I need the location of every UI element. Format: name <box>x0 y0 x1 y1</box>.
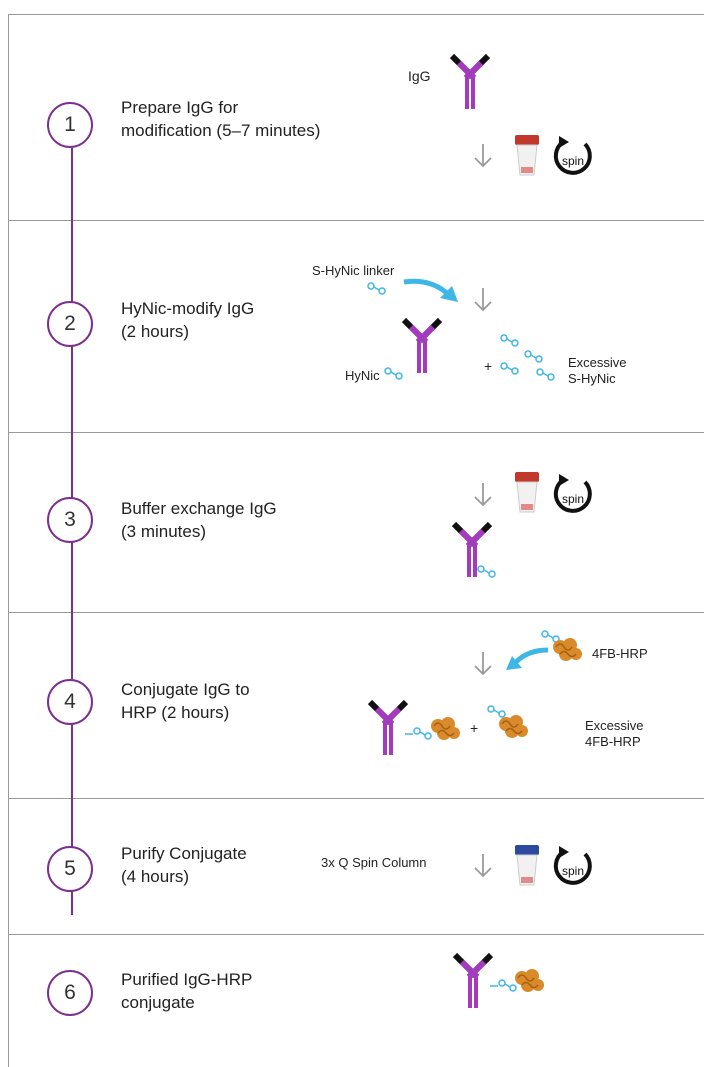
hrp-icon <box>498 714 529 739</box>
excessive-4fb-label-line2: 4FB-HRP <box>585 734 641 749</box>
excess-linkers-icon <box>500 334 555 381</box>
step-1-number: 1 <box>47 102 93 148</box>
step-4-line2: HRP (2 hours) <box>121 703 230 722</box>
step-5-number: 5 <box>47 846 93 892</box>
step-1-text: Prepare IgG for modification (5–7 minute… <box>121 96 320 142</box>
linker-icon <box>490 979 517 992</box>
step-1-line2: modification (5–7 minutes) <box>121 121 321 140</box>
spin-column-red-icon <box>515 472 539 513</box>
antibody-icon <box>452 56 496 116</box>
linker-icon <box>405 727 432 740</box>
step-2-number: 2 <box>47 301 93 347</box>
step-3-number: 3 <box>47 497 93 543</box>
spin-text: spin <box>562 864 584 878</box>
section-divider <box>9 612 704 613</box>
plus-sign: + <box>470 720 479 736</box>
section-divider <box>9 432 704 433</box>
step-3-line2: (3 minutes) <box>121 522 207 541</box>
section-divider <box>9 220 704 221</box>
spin-icon: spin <box>553 844 592 885</box>
hrp-icon <box>552 637 583 662</box>
diagram-frame <box>8 14 704 1067</box>
excessive-label: Excessive <box>568 355 627 370</box>
step-6-line2: conjugate <box>121 993 195 1012</box>
down-arrow-icon <box>474 287 492 311</box>
spin-column-red-icon <box>515 135 539 176</box>
4fb-hrp-label: 4FB-HRP <box>592 646 648 661</box>
linker-icon <box>477 565 496 578</box>
igg-label: IgG <box>408 68 431 84</box>
spin-icon: spin <box>553 134 592 175</box>
antibody-icon <box>404 320 448 380</box>
step-2-text: HyNic-modify IgG (2 hours) <box>121 297 254 343</box>
down-arrow-icon <box>474 651 492 675</box>
step-3-line1: Buffer exchange IgG <box>121 499 277 518</box>
step-5-line2: (4 hours) <box>121 867 190 886</box>
down-arrow-icon <box>474 482 492 506</box>
step-2-line1: HyNic-modify IgG <box>121 299 255 318</box>
down-arrow-icon <box>474 853 492 877</box>
step-2-line2: (2 hours) <box>121 322 190 341</box>
step-4-line1: Conjugate IgG to <box>121 680 250 699</box>
section-divider <box>9 934 704 935</box>
s-hynic-linker-label: S-HyNic linker <box>312 263 395 278</box>
step-6-number: 6 <box>47 970 93 1016</box>
spin-icon: spin <box>553 472 592 513</box>
step-5-text: Purify Conjugate (4 hours) <box>121 842 247 888</box>
step-3-text: Buffer exchange IgG (3 minutes) <box>121 497 277 543</box>
s-hynic-label: S-HyNic <box>568 371 616 386</box>
section-divider <box>9 798 704 799</box>
linker-icon <box>367 282 386 295</box>
plus-sign: + <box>484 358 493 374</box>
hrp-icon <box>430 716 461 741</box>
step-1-line1: Prepare IgG for <box>121 98 239 117</box>
step-4-text: Conjugate IgG to HRP (2 hours) <box>121 678 250 724</box>
spin-text: spin <box>562 154 584 168</box>
step-6-line1: Purified IgG-HRP <box>121 970 253 989</box>
step-6-text: Purified IgG-HRP conjugate <box>121 968 252 1014</box>
step-5-line1: Purify Conjugate <box>121 844 247 863</box>
spin-column-blue-icon <box>515 845 539 886</box>
excessive-4fb-label-line1: Excessive <box>585 718 644 733</box>
down-arrow-icon <box>474 143 492 167</box>
curved-arrow-icon <box>403 278 458 302</box>
hynic-label: HyNic <box>345 368 380 383</box>
spin-column-label: 3x Q Spin Column <box>321 855 427 870</box>
curved-arrow-icon <box>506 647 549 670</box>
spin-text: spin <box>562 492 584 506</box>
hrp-icon <box>514 968 545 993</box>
step-4-number: 4 <box>47 679 93 725</box>
